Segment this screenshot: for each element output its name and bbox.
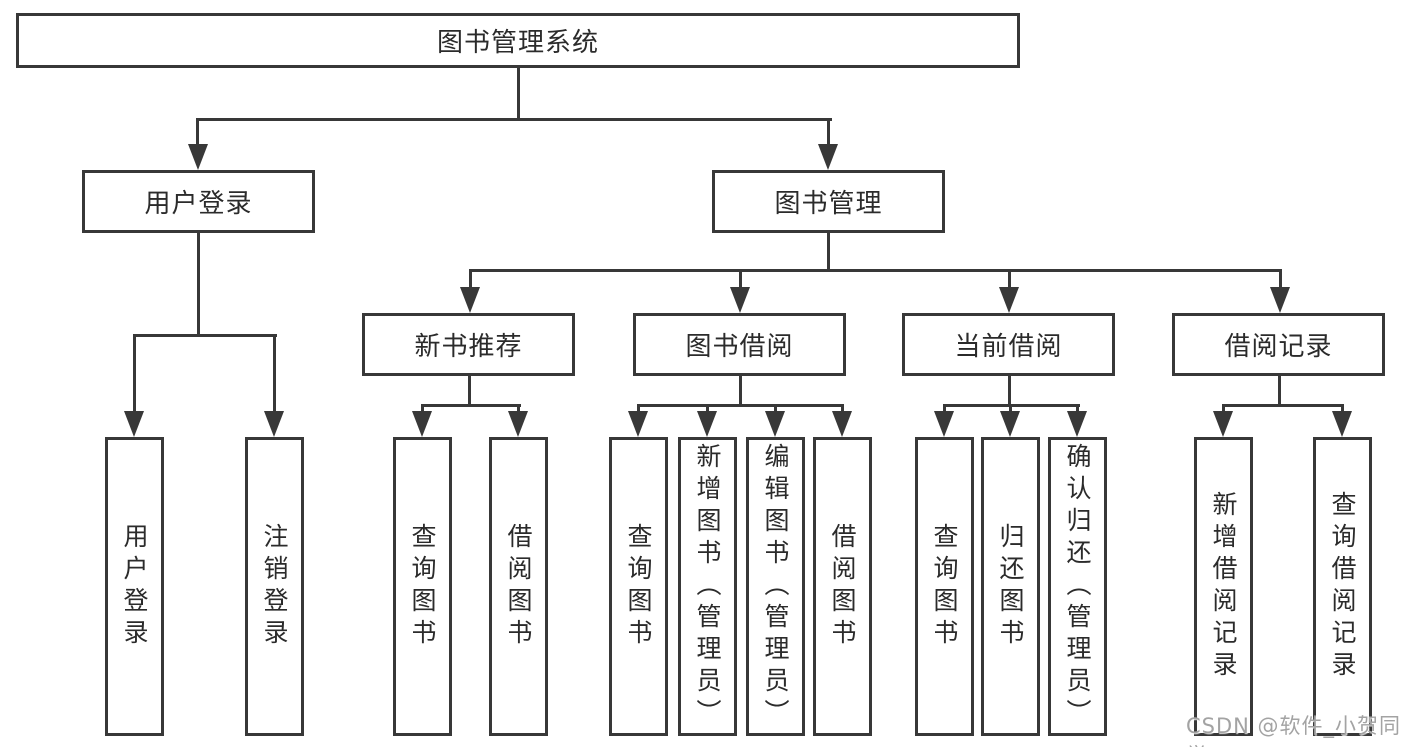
connector-line <box>1341 404 1344 413</box>
connector-line <box>1076 404 1079 413</box>
connector-line <box>1278 376 1281 407</box>
connector-line <box>133 334 277 337</box>
node-root-system: 图书管理系统 <box>16 13 1020 68</box>
arrow-down-icon <box>765 411 785 437</box>
arrow-down-icon <box>1332 411 1352 437</box>
leaf-borrow-add-book-admin: 新增图书（管理员） <box>678 437 737 736</box>
connector-line <box>637 404 640 413</box>
connector-line <box>1222 404 1344 407</box>
connector-line <box>469 269 1282 272</box>
connector-line <box>943 404 946 413</box>
connector-line <box>637 404 844 407</box>
connector-line <box>1008 269 1011 288</box>
arrow-down-icon <box>730 287 750 313</box>
arrow-down-icon <box>188 144 208 170</box>
connector-line <box>196 118 832 121</box>
connector-line <box>1222 404 1225 413</box>
connector-line <box>706 404 709 413</box>
connector-line <box>517 404 520 413</box>
leaf-records-add-record: 新增借阅记录 <box>1194 437 1253 736</box>
arrow-down-icon <box>508 411 528 437</box>
connector-line <box>774 404 777 413</box>
connector-line <box>1008 376 1011 407</box>
node-book-management: 图书管理 <box>712 170 945 233</box>
connector-line <box>197 233 200 337</box>
connector-line <box>468 376 471 407</box>
node-book-borrow: 图书借阅 <box>633 313 846 376</box>
csdn-watermark: CSDN @软件_小贺同学 <box>1186 714 1402 747</box>
arrow-down-icon <box>1000 411 1020 437</box>
leaf-logout: 注销登录 <box>245 437 304 736</box>
node-current-borrow: 当前借阅 <box>902 313 1115 376</box>
connector-line <box>827 118 830 146</box>
leaf-recommend-query-book: 查询图书 <box>393 437 452 736</box>
connector-line <box>1009 404 1012 413</box>
connector-line <box>517 66 520 121</box>
arrow-down-icon <box>1270 287 1290 313</box>
connector-line <box>827 233 830 272</box>
leaf-current-confirm-return-admin: 确认归还（管理员） <box>1048 437 1107 736</box>
leaf-records-query-record: 查询借阅记录 <box>1313 437 1372 736</box>
arrow-down-icon <box>124 411 144 437</box>
arrow-down-icon <box>999 287 1019 313</box>
arrow-down-icon <box>628 411 648 437</box>
leaf-borrow-edit-book-admin: 编辑图书（管理员） <box>746 437 805 736</box>
arrow-down-icon <box>1213 411 1233 437</box>
arrow-down-icon <box>934 411 954 437</box>
connector-line <box>421 404 424 413</box>
connector-line <box>133 334 136 413</box>
arrow-down-icon <box>1067 411 1087 437</box>
leaf-current-return-book: 归还图书 <box>981 437 1040 736</box>
arrow-down-icon <box>412 411 432 437</box>
leaf-recommend-borrow-book: 借阅图书 <box>489 437 548 736</box>
node-new-book-recommend: 新书推荐 <box>362 313 575 376</box>
connector-line <box>273 334 276 413</box>
node-borrow-records: 借阅记录 <box>1172 313 1385 376</box>
leaf-borrow-borrow-book: 借阅图书 <box>813 437 872 736</box>
arrow-down-icon <box>832 411 852 437</box>
arrow-down-icon <box>460 287 480 313</box>
arrow-down-icon <box>818 144 838 170</box>
leaf-user-login: 用户登录 <box>105 437 164 736</box>
connector-line <box>739 376 742 407</box>
connector-line <box>196 118 199 146</box>
node-user-login: 用户登录 <box>82 170 315 233</box>
arrow-down-icon <box>264 411 284 437</box>
arrow-down-icon <box>697 411 717 437</box>
connector-line <box>739 269 742 288</box>
connector-line <box>421 404 521 407</box>
connector-line <box>469 269 472 288</box>
leaf-borrow-query-book: 查询图书 <box>609 437 668 736</box>
connector-line <box>841 404 844 413</box>
leaf-current-query-book: 查询图书 <box>915 437 974 736</box>
connector-line <box>1279 269 1282 288</box>
